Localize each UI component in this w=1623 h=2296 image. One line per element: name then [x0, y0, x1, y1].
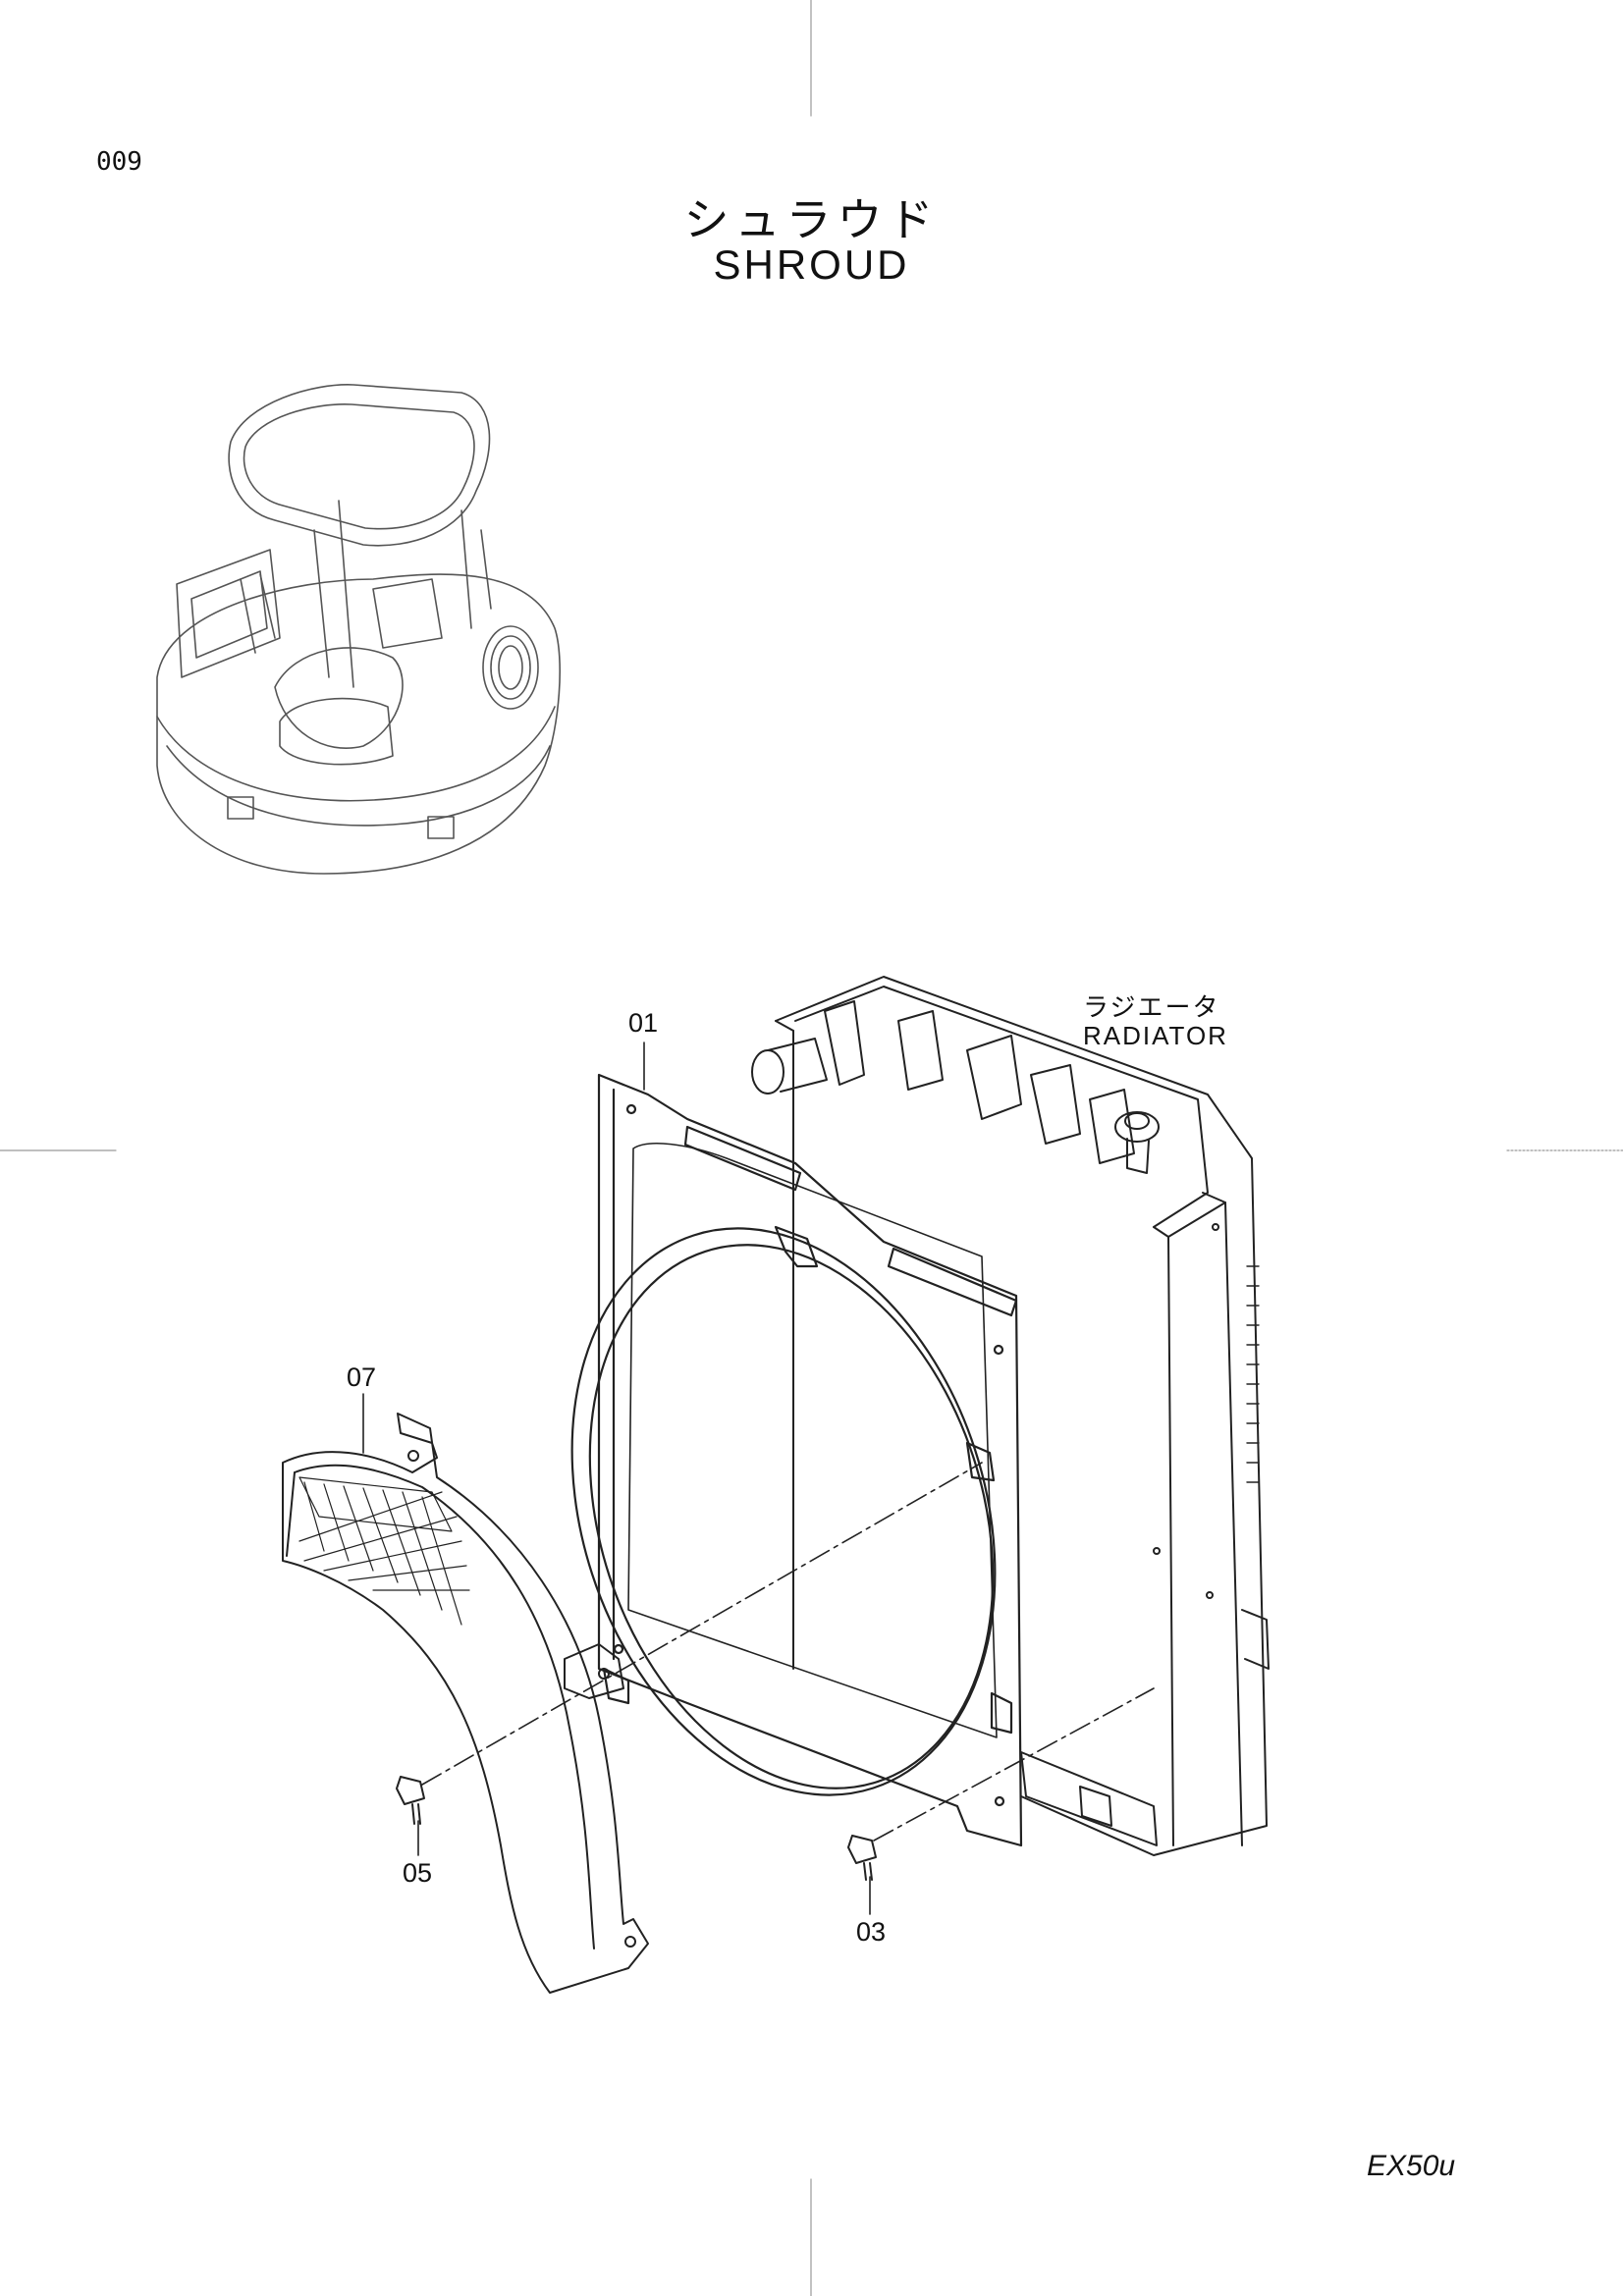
callout-01[interactable]: 01: [628, 1008, 659, 1038]
callout-07[interactable]: 07: [347, 1362, 377, 1392]
page-number: 009: [96, 147, 142, 177]
radiator-label-japanese: ラジエータ: [1083, 993, 1220, 1023]
callout-05[interactable]: 05: [403, 1858, 433, 1888]
leader-lines: [362, 1041, 871, 1915]
assembly-lines: [421, 1462, 1155, 1842]
callout-03[interactable]: 03: [856, 1917, 887, 1947]
radiator-label-english: RADIATOR: [1083, 1021, 1228, 1050]
model-name: EX50u: [1367, 2150, 1456, 2182]
page-title-japanese: シュラウド: [683, 193, 940, 246]
excavator-overview-illustration: [156, 384, 561, 875]
bolt-05-illustration: [396, 1776, 425, 1825]
shroud-part-01-illustration: [570, 1073, 1023, 1847]
radiator-illustration: [751, 976, 1270, 1856]
cover-part-07-illustration: [282, 1413, 649, 1994]
page-title-english: SHROUD: [713, 241, 910, 288]
bolt-03-illustration: [847, 1835, 877, 1881]
